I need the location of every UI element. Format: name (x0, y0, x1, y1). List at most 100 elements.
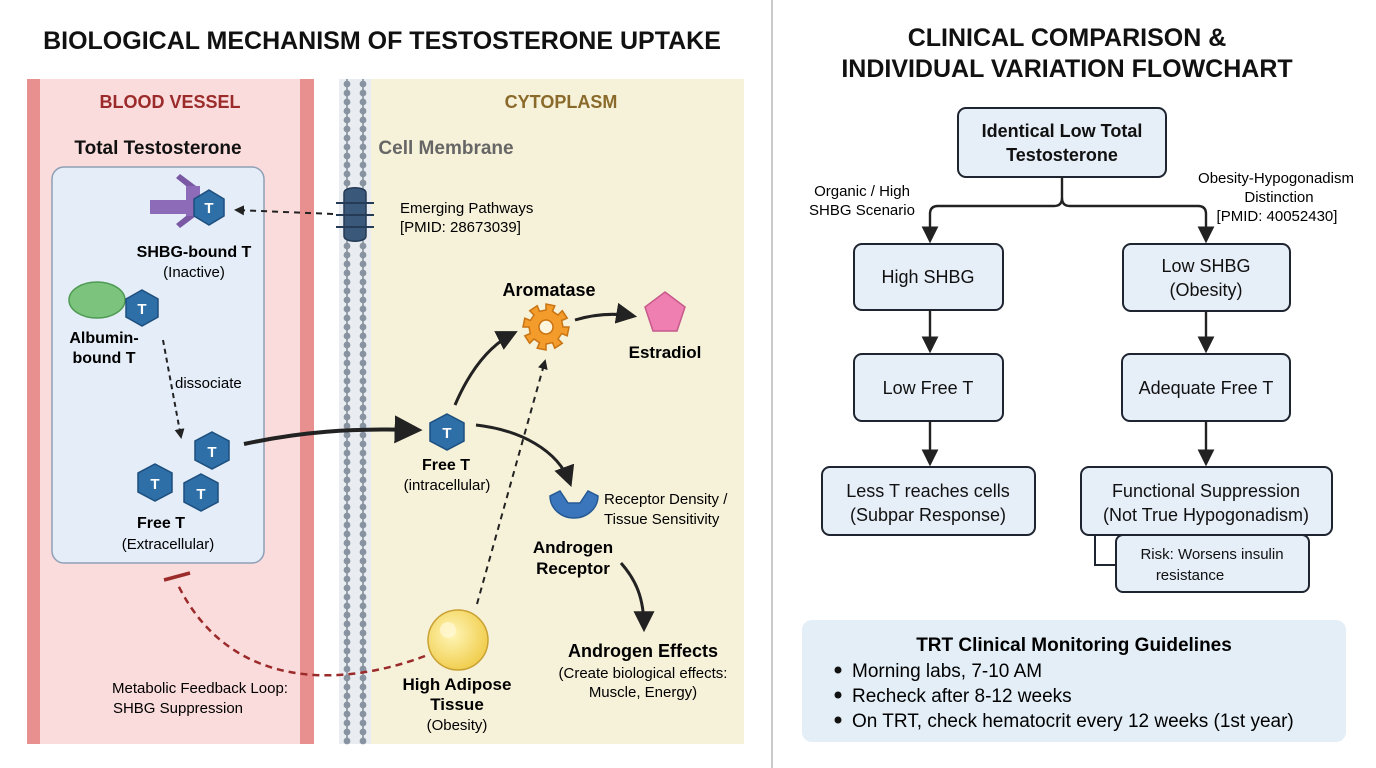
membrane-lipid-head (359, 179, 367, 187)
membrane-lipid-head (343, 359, 351, 367)
membrane-lipid-head (343, 728, 351, 736)
androgen-receptor-icon (549, 490, 599, 519)
membrane-channel-icon (336, 187, 374, 242)
membrane-lipid-head (343, 449, 351, 457)
flow-node-adequate-free-t: Adequate Free T (1121, 353, 1291, 422)
membrane-lipid-head (343, 521, 351, 529)
cell-membrane-label: Cell Membrane (378, 138, 513, 159)
membrane-lipid-head (343, 125, 351, 133)
membrane-lipid-head (343, 458, 351, 466)
free-t-extracellular-sublabel: (Extracellular) (122, 536, 215, 553)
membrane-lipid-head (343, 674, 351, 682)
guideline-item-3: On TRT, check hematocrit every 12 weeks … (852, 711, 1294, 732)
membrane-lipid-head (343, 386, 351, 394)
membrane-lipid-head (343, 377, 351, 385)
membrane-lipid-head (343, 89, 351, 97)
membrane-lipid-head (343, 557, 351, 565)
guideline-bullet (834, 691, 842, 699)
gear-hole (538, 319, 554, 335)
adipose-label-line-1: High Adipose (403, 675, 512, 694)
membrane-lipid-head (343, 647, 351, 655)
dissociate-arrow (162, 339, 185, 439)
membrane-lipid-head (359, 494, 367, 502)
svg-text:T: T (207, 444, 216, 461)
membrane-lipid-head (359, 359, 367, 367)
guidelines-title: TRT Clinical Monitoring Guidelines (916, 635, 1232, 656)
membrane-lipid-head (343, 287, 351, 295)
adipose-sublabel: (Obesity) (427, 717, 488, 734)
blood-vessel-header: BLOOD VESSEL (99, 92, 240, 112)
feedback-inhibition-bar (163, 571, 191, 582)
svg-text:Less T reaches cells: Less T reaches cells (846, 481, 1009, 501)
svg-text:T: T (196, 486, 205, 503)
svg-text:Low Free T: Low Free T (883, 378, 974, 398)
membrane-lipid-head (359, 539, 367, 547)
membrane-lipid-head (343, 431, 351, 439)
svg-text:(Obesity): (Obesity) (1169, 280, 1242, 300)
membrane-lipid-head (359, 503, 367, 511)
membrane-lipid-head (359, 548, 367, 556)
membrane-lipid-head (343, 143, 351, 151)
guideline-item-2: Recheck after 8-12 weeks (852, 686, 1072, 707)
membrane-lipid-head (343, 98, 351, 106)
membrane-lipid-head (343, 161, 351, 169)
membrane-lipid-head (359, 467, 367, 475)
left-branch-label-line-2: SHBG Scenario (809, 202, 915, 219)
membrane-lipid-head (359, 620, 367, 628)
membrane-lipid-head (343, 422, 351, 430)
membrane-lipid-head (359, 143, 367, 151)
feedback-label-line-2: SHBG Suppression (113, 700, 243, 717)
svg-text:(Not True Hypogonadism): (Not True Hypogonadism) (1103, 505, 1309, 525)
membrane-lipid-head (359, 305, 367, 313)
membrane-lipid-head (343, 404, 351, 412)
androgen-effects-label: Androgen Effects (568, 641, 718, 661)
membrane-lipid-head (359, 125, 367, 133)
flow-split-left-arrow (921, 177, 1064, 244)
cytoplasm-header: CYTOPLASM (505, 92, 618, 112)
adipose-label-line-2: Tissue (430, 695, 484, 714)
free-t-extracellular-label: Free T (137, 515, 185, 532)
adipose-cell-icon (427, 609, 489, 671)
receptor-to-effects-arrow (619, 562, 655, 633)
membrane-lipid-head (343, 602, 351, 610)
membrane-lipid-head (359, 449, 367, 457)
membrane-lipid-head (343, 710, 351, 718)
membrane-lipid-head (343, 170, 351, 178)
membrane-lipid-head (343, 341, 351, 349)
membrane-lipid-head (343, 323, 351, 331)
membrane-lipid-head (343, 476, 351, 484)
membrane-lipid-head (343, 548, 351, 556)
membrane-lipid-head (343, 134, 351, 142)
membrane-lipid-head (359, 575, 367, 583)
membrane-lipid-head (359, 107, 367, 115)
cell-membrane (339, 79, 371, 745)
membrane-lipid-head (359, 386, 367, 394)
androgen-effects-sublabel-1: (Create biological effects: (559, 665, 728, 682)
svg-text:resistance: resistance (1156, 567, 1224, 584)
membrane-lipid-head (343, 152, 351, 160)
tissue-sensitivity-label: Tissue Sensitivity (604, 511, 720, 528)
adipose-cell-highlight (440, 622, 456, 638)
membrane-lipid-head (359, 116, 367, 124)
membrane-lipid-head (343, 638, 351, 646)
membrane-lipid-head (359, 377, 367, 385)
guideline-bullet (834, 666, 842, 674)
membrane-lipid-head (343, 305, 351, 313)
estradiol-icon (644, 291, 686, 332)
membrane-lipid-head (343, 539, 351, 547)
emerging-pathways-label: Emerging Pathways (400, 200, 533, 217)
membrane-lipid-head (359, 242, 367, 250)
membrane-lipid-head (343, 503, 351, 511)
membrane-lipid-head (343, 314, 351, 322)
emerging-pathway-arrow (234, 205, 334, 216)
membrane-lipid-head (343, 269, 351, 277)
right-title-line-2: INDIVIDUAL VARIATION FLOWCHART (841, 55, 1292, 83)
membrane-lipid-head (343, 737, 351, 745)
svg-text:Testosterone: Testosterone (1006, 145, 1118, 165)
flow-top-node: Identical Low Total Testosterone (957, 107, 1167, 178)
aromatase-to-estradiol-arrow (574, 302, 638, 324)
androgen-receptor-label-line-2: Receptor (536, 559, 610, 578)
membrane-lipid-head (359, 134, 367, 142)
membrane-lipid-head (359, 296, 367, 304)
